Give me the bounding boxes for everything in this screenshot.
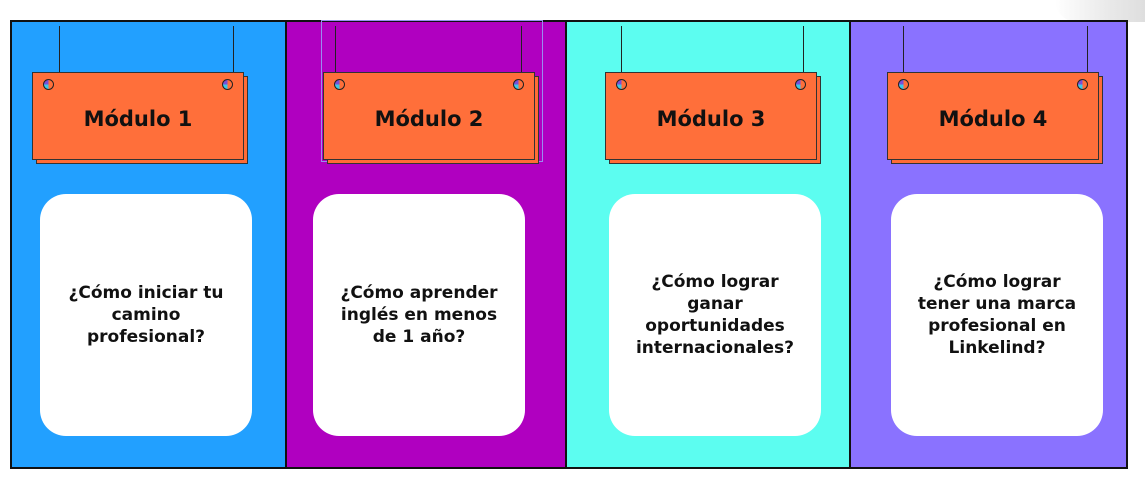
module-sign-4: Módulo 4	[887, 72, 1103, 166]
hanging-string-right	[803, 26, 804, 84]
sign-board: Módulo 3	[605, 72, 817, 160]
module-title: Módulo 4	[938, 107, 1048, 131]
module-panel-4: Módulo 4 ¿Cómo lograr tener una marca pr…	[849, 22, 1126, 467]
module-panel-3: Módulo 3 ¿Cómo lograr ganar oportunidade…	[565, 22, 849, 467]
question-text: ¿Cómo lograr tener una marca profesional…	[917, 272, 1077, 358]
question-text: ¿Cómo iniciar tu camino profesional?	[68, 283, 224, 347]
module-panel-1: Módulo 1 ¿Cómo iniciar tu camino profesi…	[12, 22, 285, 467]
question-text: ¿Cómo lograr ganar oportunidades interna…	[635, 272, 795, 358]
hanging-string-right	[233, 26, 234, 84]
pin-icon	[334, 79, 345, 90]
hanging-string-left	[621, 26, 622, 84]
pin-icon	[898, 79, 909, 90]
module-sign-2: Módulo 2	[323, 72, 539, 166]
question-card-2: ¿Cómo aprender inglés en menos de 1 año?	[313, 194, 525, 436]
question-text: ¿Cómo aprender inglés en menos de 1 año?	[340, 283, 498, 347]
pin-icon	[1077, 79, 1088, 90]
hanging-string-left	[59, 26, 60, 84]
sign-board: Módulo 2	[323, 72, 535, 160]
pin-icon	[222, 79, 233, 90]
pin-icon	[616, 79, 627, 90]
sign-board: Módulo 4	[887, 72, 1099, 160]
pin-icon	[43, 79, 54, 90]
question-card-4: ¿Cómo lograr tener una marca profesional…	[891, 194, 1103, 436]
question-card-1: ¿Cómo iniciar tu camino profesional?	[40, 194, 252, 436]
hanging-string-right	[1087, 26, 1088, 84]
corner-shade	[1055, 0, 1145, 22]
modules-board: Módulo 1 ¿Cómo iniciar tu camino profesi…	[10, 20, 1128, 469]
sign-board: Módulo 1	[32, 72, 244, 160]
hanging-string-left	[903, 26, 904, 84]
pin-icon	[795, 79, 806, 90]
module-sign-1: Módulo 1	[32, 72, 248, 166]
module-panel-2: Módulo 2 ¿Cómo aprender inglés en menos …	[285, 20, 565, 467]
pin-icon	[513, 79, 524, 90]
module-title: Módulo 3	[656, 107, 766, 131]
module-title: Módulo 2	[374, 107, 484, 131]
question-card-3: ¿Cómo lograr ganar oportunidades interna…	[609, 194, 821, 436]
hanging-string-right	[521, 26, 522, 78]
module-sign-3: Módulo 3	[605, 72, 821, 166]
hanging-string-left	[335, 26, 336, 78]
module-title: Módulo 1	[83, 107, 193, 131]
